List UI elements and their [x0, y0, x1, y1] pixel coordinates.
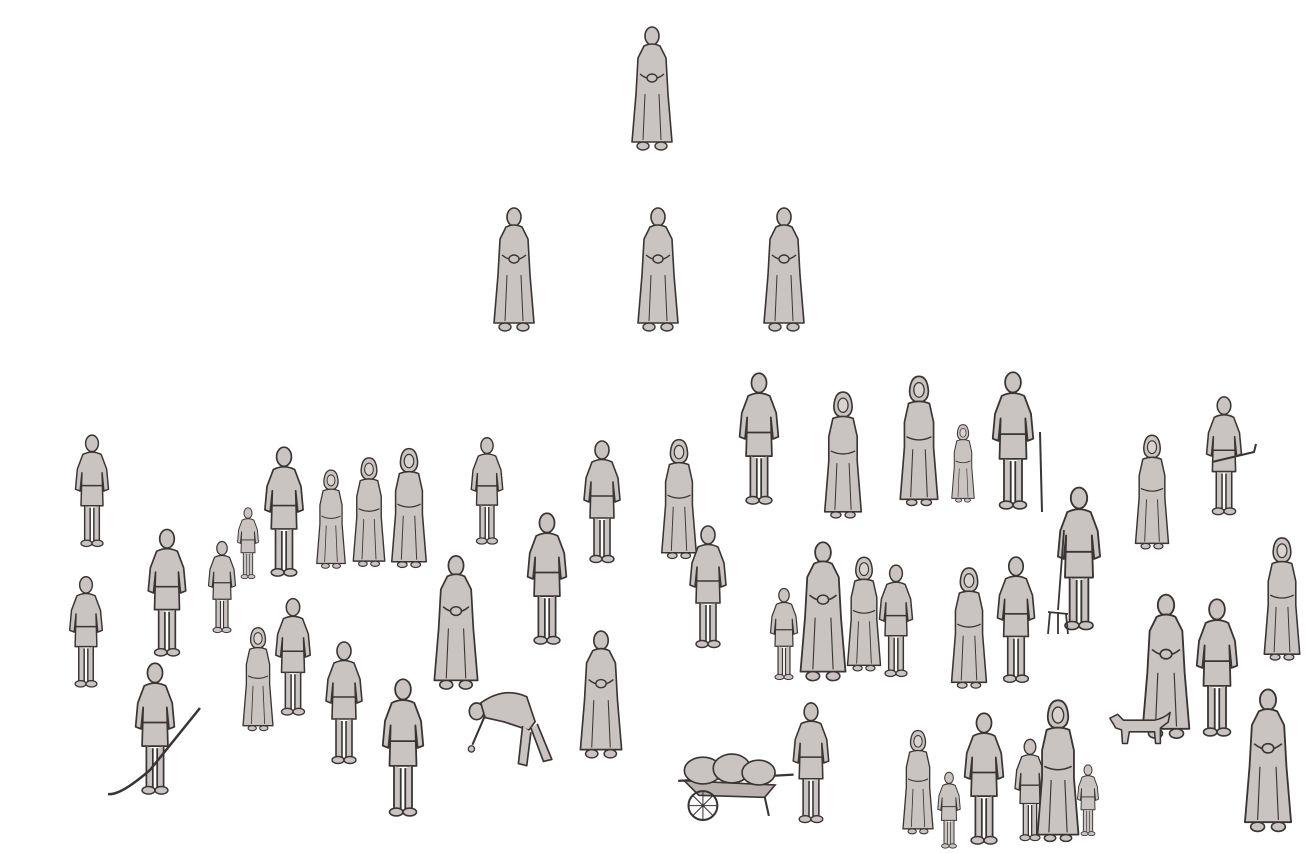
top-tier-figure [632, 27, 672, 150]
peasant-figure [801, 542, 846, 680]
woman-figure [353, 458, 385, 567]
peasant-figure [584, 441, 620, 563]
peasant-figure [528, 513, 567, 644]
seated-woman-figure [243, 628, 273, 731]
child-figure [952, 425, 975, 503]
middle-figure [638, 208, 678, 331]
woman-figure [1136, 435, 1169, 549]
peasant-figure [209, 542, 236, 633]
hatted-figure [434, 556, 477, 689]
woman-figure [903, 731, 933, 834]
woman-figure [1038, 700, 1079, 841]
middle-figure [494, 208, 534, 331]
scything-figure [136, 663, 175, 794]
peasant-figure [70, 577, 103, 687]
woman-figure [848, 557, 881, 671]
woman-figure [900, 376, 938, 505]
woman-figure [317, 470, 346, 568]
peasant-figure [1197, 599, 1238, 736]
peasant-figure [265, 447, 303, 576]
hooded-figure [580, 631, 621, 758]
peasant-figure [276, 599, 311, 715]
hooded-figure [1245, 689, 1291, 831]
peasant-figure [471, 438, 503, 544]
bottom-tier [70, 372, 1300, 848]
peasant-figure [997, 557, 1034, 682]
child-figure [1078, 765, 1099, 836]
peasant-figure [76, 435, 109, 546]
old-woman-figure [1264, 538, 1299, 660]
woman-figure [952, 568, 987, 688]
peasant-figure [965, 713, 1004, 844]
woman-figure [392, 449, 427, 568]
peasant-figure [326, 642, 362, 764]
walking-stick [1040, 432, 1042, 512]
woman-figure [662, 440, 697, 559]
barrow-pusher-figure [793, 703, 828, 823]
middle-figure [764, 208, 804, 331]
child-figure [238, 508, 259, 579]
bending-figure [468, 693, 552, 766]
child-figure [938, 772, 961, 848]
peasant-figure [740, 373, 779, 504]
child-figure [771, 589, 798, 680]
wheelbarrow [678, 754, 793, 820]
middle-tier [494, 208, 804, 331]
peasant-figure [383, 679, 424, 816]
peasant-figure [1058, 488, 1100, 630]
peasant-figure [880, 565, 913, 676]
peasant-figure [993, 372, 1034, 509]
peasant-figure [148, 529, 186, 656]
woman-figure [825, 392, 862, 518]
